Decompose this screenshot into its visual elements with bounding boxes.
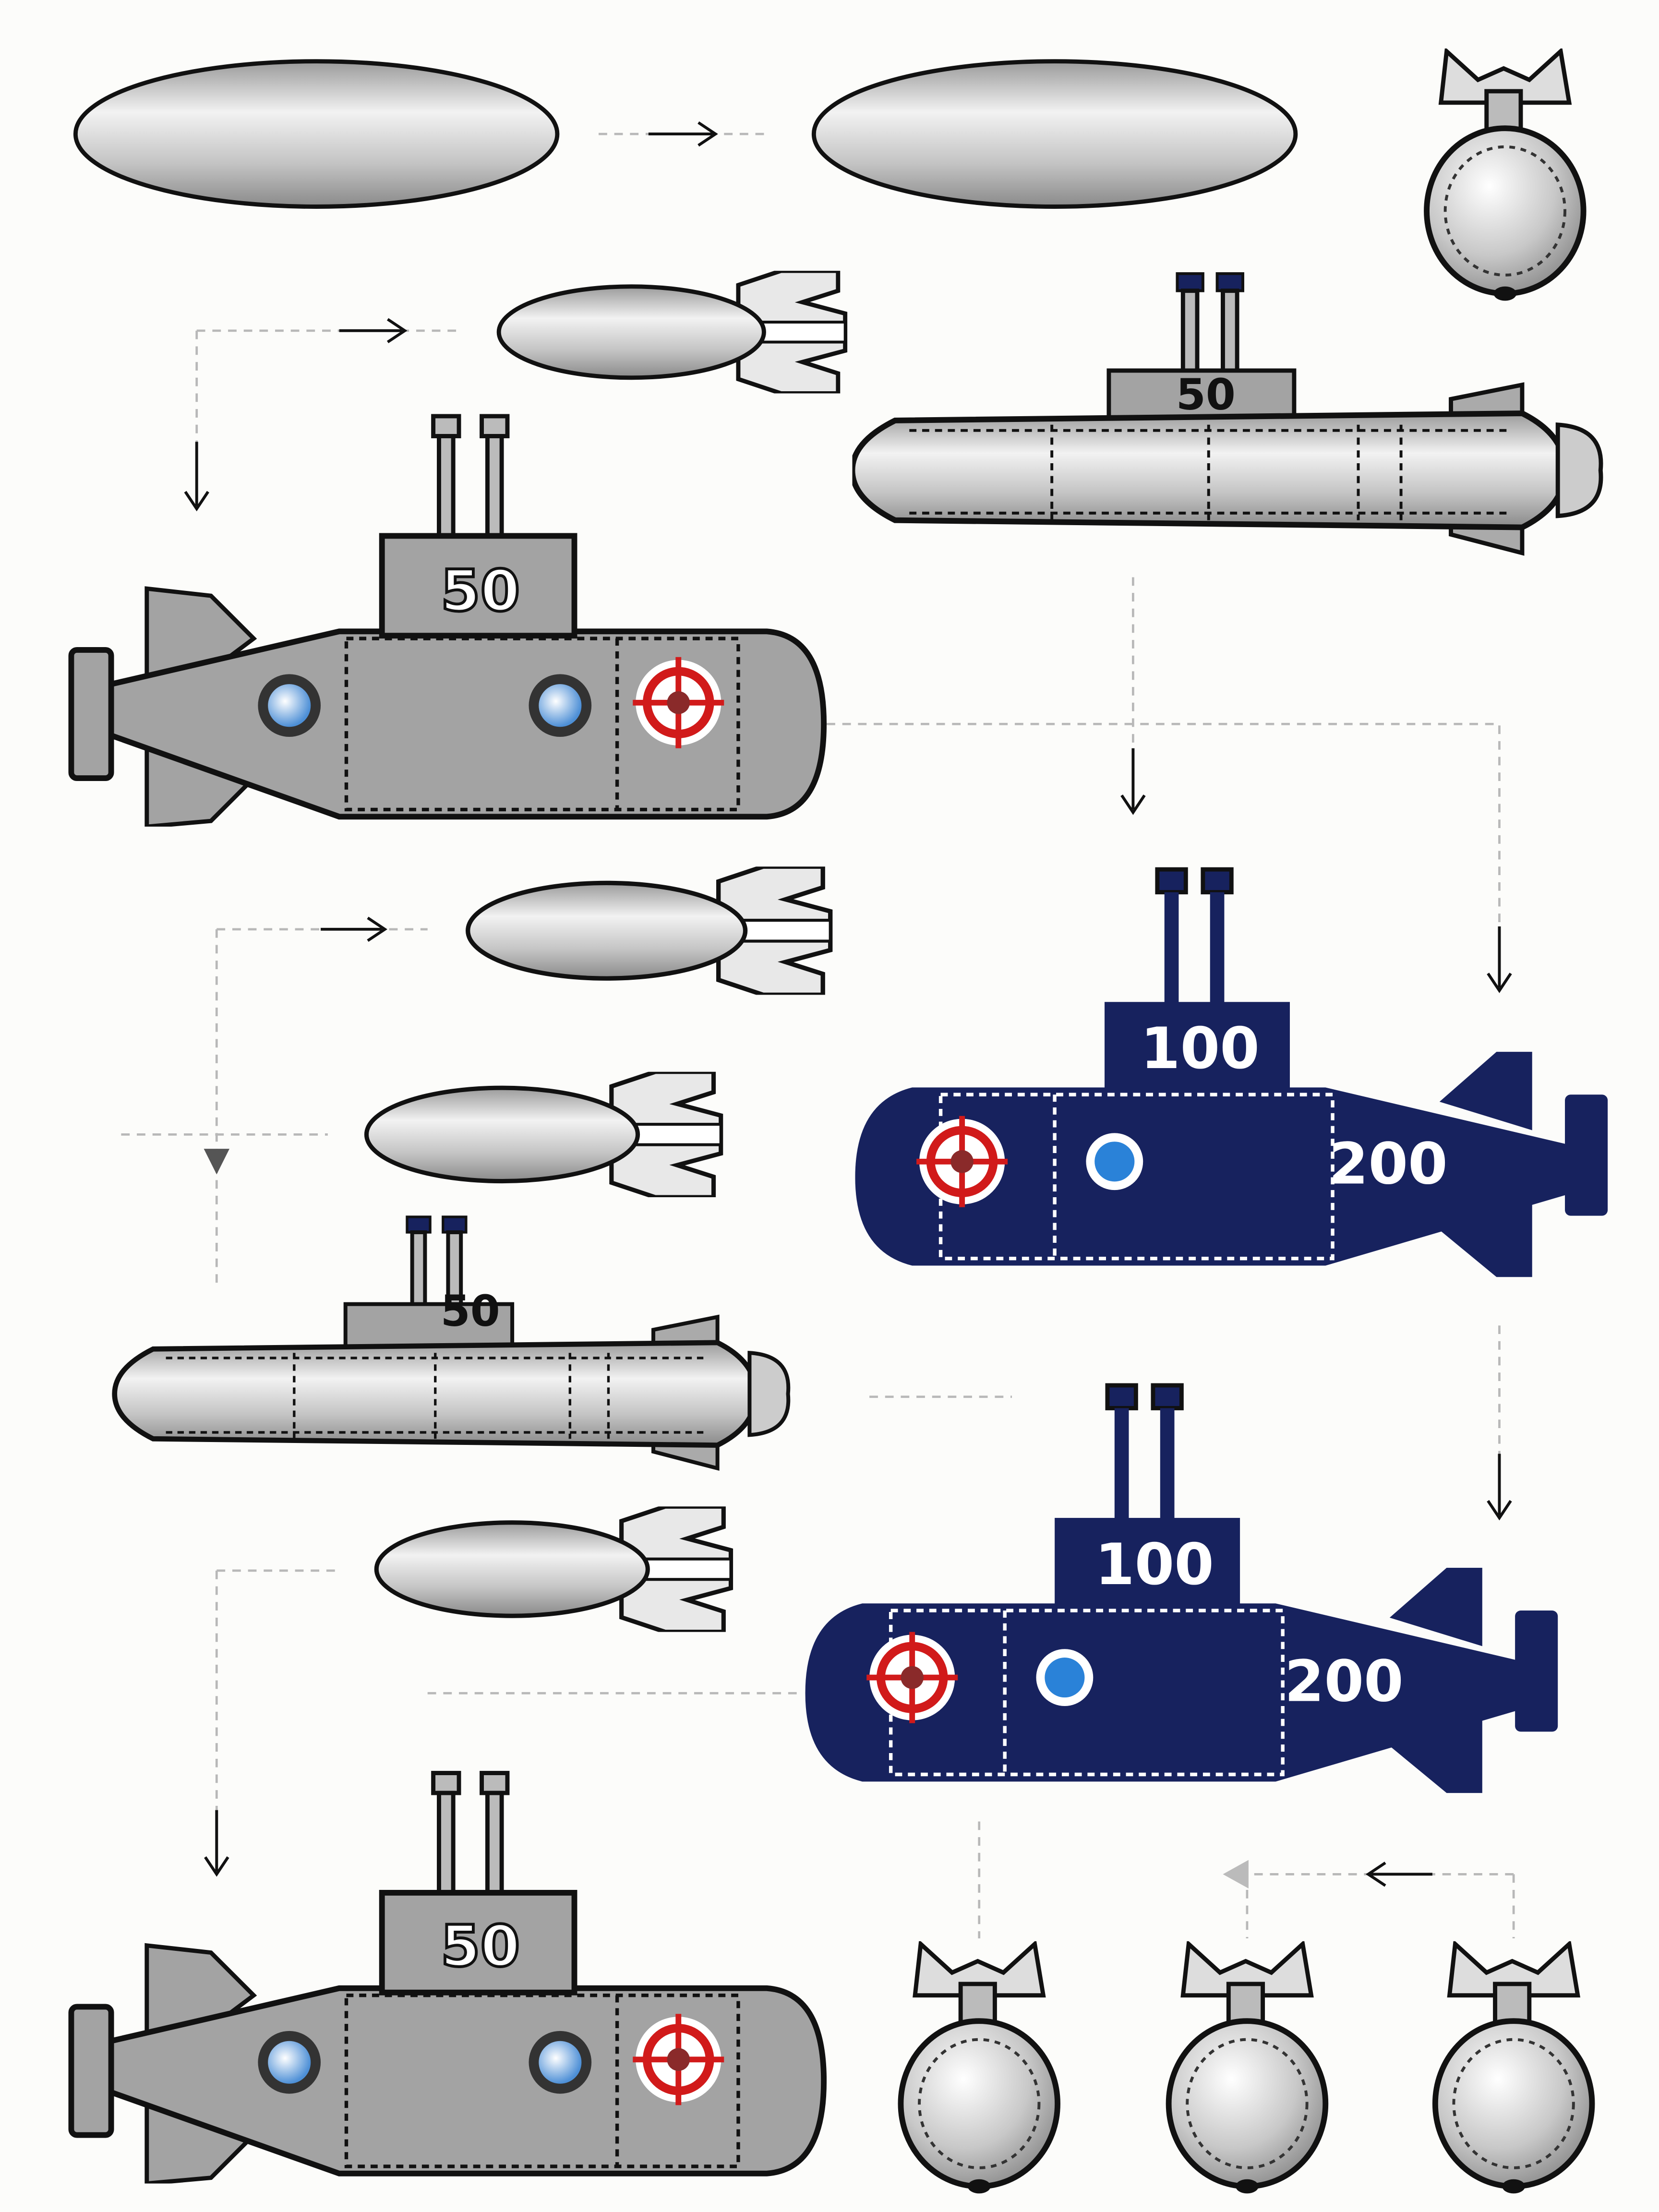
triangle-down-icon — [204, 1149, 230, 1175]
blimp-sprite — [75, 61, 557, 207]
gray-submarine-sprite: 50 — [71, 1773, 824, 2184]
navy-submarine-sprite: 100 200 — [805, 1385, 1558, 1793]
silver-submarine-sprite: 50 — [853, 274, 1601, 553]
arrow-left-icon — [1365, 1862, 1432, 1887]
blimp-sprite — [814, 61, 1296, 207]
torpedo-sprite — [468, 866, 830, 995]
sea-mine-sprite — [1435, 1944, 1592, 2194]
tower-label: 50 — [441, 1286, 500, 1336]
hull-label: 200 — [1329, 1131, 1448, 1198]
arrow-down-icon — [184, 442, 209, 512]
sea-mine-sprite — [901, 1944, 1058, 2194]
torpedo-sprite — [366, 1072, 721, 1197]
tower-label: 50 — [1176, 370, 1236, 420]
arrow-down-icon — [1120, 748, 1146, 815]
flow-connectors — [121, 121, 1515, 1938]
torpedo-sprite — [376, 1506, 731, 1632]
gray-submarine-sprite: 50 — [71, 416, 824, 827]
sea-mine-sprite — [1427, 51, 1584, 301]
arrow-down-icon — [1487, 926, 1512, 993]
torpedo-sprite — [499, 271, 845, 393]
silver-submarine-sprite: 50 — [115, 1217, 789, 1468]
hull-label: 200 — [1285, 1649, 1404, 1715]
arrow-right-icon — [648, 121, 718, 147]
triangle-left-icon — [1223, 1860, 1249, 1889]
arrow-right-icon — [339, 318, 408, 344]
arrow-down-icon — [204, 1810, 229, 1877]
arrow-right-icon — [321, 916, 388, 942]
arrow-down-icon — [1487, 1454, 1512, 1521]
tower-label: 100 — [1095, 1532, 1214, 1598]
navy-submarine-sprite: 100 200 — [855, 869, 1608, 1277]
sea-mine-sprite — [1169, 1944, 1326, 2194]
tower-label: 100 — [1141, 1016, 1260, 1082]
tower-label: 50 — [441, 558, 520, 625]
tower-label: 50 — [441, 1914, 520, 1980]
